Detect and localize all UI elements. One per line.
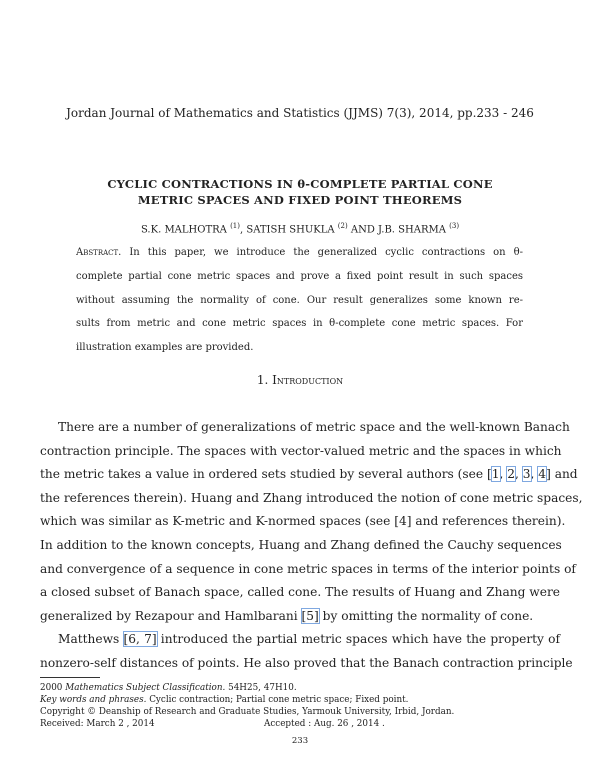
body-text-segment: In addition to the known concepts, Huang… bbox=[40, 537, 562, 552]
section-number: 1. bbox=[256, 373, 269, 387]
footnote-rule bbox=[40, 677, 100, 678]
body-text-segment: ] and bbox=[546, 467, 578, 482]
body-text-segment: and convergence of a sequence in cone me… bbox=[40, 561, 576, 576]
author-3: AND J.B. SHARMA bbox=[347, 224, 446, 236]
affil-3: (3) bbox=[449, 222, 460, 230]
body-text-segment: contraction principle. The spaces with v… bbox=[40, 443, 562, 458]
body-line: contraction principle. The spaces with v… bbox=[40, 440, 562, 464]
citation-link[interactable]: 1 bbox=[490, 466, 501, 483]
authors: S.K. MALHOTRA (1), SATISH SHUKLA (2) AND… bbox=[0, 222, 600, 235]
section-title: Introduction bbox=[272, 373, 344, 387]
citation-link[interactable]: [5] bbox=[300, 607, 320, 624]
body-line: There are a number of generalizations of… bbox=[40, 416, 570, 440]
body-line: Matthews [6, 7] introduced the partial m… bbox=[40, 628, 560, 652]
body-line: which was similar as K-metric and K-norm… bbox=[40, 510, 565, 534]
paper-title: CYCLIC CONTRACTIONS IN θ-COMPLETE PARTIA… bbox=[0, 176, 600, 208]
body-text-segment: , bbox=[499, 467, 508, 482]
msc-year: 2000 bbox=[40, 683, 63, 693]
body-text-segment: , bbox=[530, 467, 539, 482]
msc-label: Mathematics Subject Classification. bbox=[65, 683, 226, 693]
body-line: the metric takes a value in ordered sets… bbox=[40, 463, 578, 487]
author-1: S.K. MALHOTRA bbox=[140, 224, 227, 236]
body-text-segment: by omitting the normality of cone. bbox=[318, 608, 534, 623]
body-text: There are a number of generalizations of… bbox=[40, 416, 583, 676]
affil-1: (1) bbox=[230, 222, 240, 230]
section-heading: 1. Introduction bbox=[0, 373, 600, 387]
title-line-2: METRIC SPACES AND FIXED POINT THEOREMS bbox=[137, 193, 463, 207]
abstract: Abstract. In this paper, we introduce th… bbox=[76, 241, 523, 360]
abstract-label: Abstract. bbox=[76, 247, 122, 258]
body-line: generalized by Rezapour and Hamlbarani [… bbox=[40, 605, 560, 629]
body-text-segment: Matthews bbox=[58, 632, 124, 647]
citation-link[interactable]: 2 bbox=[506, 466, 517, 483]
body-text-segment: which was similar as K-metric and K-norm… bbox=[40, 514, 566, 529]
body-text-segment: generalized by Rezapour and Hamlbarani bbox=[40, 608, 302, 623]
abstract-line: In this paper, we introduce the generali… bbox=[121, 247, 523, 258]
keywords-value: Cyclic contraction; Partial cone metric … bbox=[146, 695, 409, 705]
abstract-line: without assuming the normality of cone. … bbox=[76, 294, 523, 306]
citation-link[interactable]: [6, 7] bbox=[122, 631, 158, 648]
citation-link[interactable]: 4 bbox=[537, 466, 548, 483]
abstract-line: complete partial cone metric spaces and … bbox=[76, 270, 523, 282]
body-text-segment: the metric takes a value in ordered sets… bbox=[40, 467, 492, 482]
footnotes: 2000 Mathematics Subject Classification.… bbox=[40, 682, 560, 730]
dates: Received: March 2 , 2014 Accepted : Aug. … bbox=[40, 718, 560, 730]
citation-link[interactable]: 3 bbox=[521, 466, 532, 483]
received-date: Received: March 2 , 2014 bbox=[40, 719, 155, 729]
body-text-segment: , bbox=[515, 467, 523, 482]
body-text-segment: nonzero-self distances of points. He als… bbox=[40, 655, 573, 670]
body-line: a closed subset of Banach space, called … bbox=[40, 581, 560, 605]
copyright: Copyright © Deanship of Research and Gra… bbox=[40, 707, 455, 717]
body-text-segment: the references therein). Huang and Zhang… bbox=[40, 490, 583, 505]
abstract-line: sults from metric and cone metric spaces… bbox=[76, 318, 523, 330]
body-line: nonzero-self distances of points. He als… bbox=[40, 652, 573, 676]
body-text-segment: There are a number of generalizations of… bbox=[58, 420, 570, 434]
msc-footnote: 2000 Mathematics Subject Classification.… bbox=[40, 682, 560, 694]
body-line: In addition to the known concepts, Huang… bbox=[40, 534, 562, 558]
page-number: 233 bbox=[291, 736, 309, 746]
body-text-segment: introduced the partial metric spaces whi… bbox=[156, 632, 560, 647]
affil-2: (2) bbox=[337, 222, 348, 230]
body-text-segment: a closed subset of Banach space, called … bbox=[40, 585, 560, 600]
msc-value: 54H25, 47H10. bbox=[225, 683, 297, 693]
title-line-1: CYCLIC CONTRACTIONS IN θ-COMPLETE PARTIA… bbox=[107, 177, 493, 191]
author-2: , SATISH SHUKLA bbox=[240, 224, 335, 236]
body-line: the references therein). Huang and Zhang… bbox=[40, 487, 583, 511]
abstract-line: illustration examples are provided. bbox=[76, 342, 254, 354]
accepted-date: Accepted : Aug. 26 , 2014 . bbox=[264, 719, 385, 729]
journal-header: Jordan Journal of Mathematics and Statis… bbox=[66, 106, 534, 120]
keywords-label: Key words and phrases. bbox=[40, 695, 147, 705]
body-line: and convergence of a sequence in cone me… bbox=[40, 558, 576, 582]
keywords-footnote: Key words and phrases. Cyclic contractio… bbox=[40, 694, 560, 706]
